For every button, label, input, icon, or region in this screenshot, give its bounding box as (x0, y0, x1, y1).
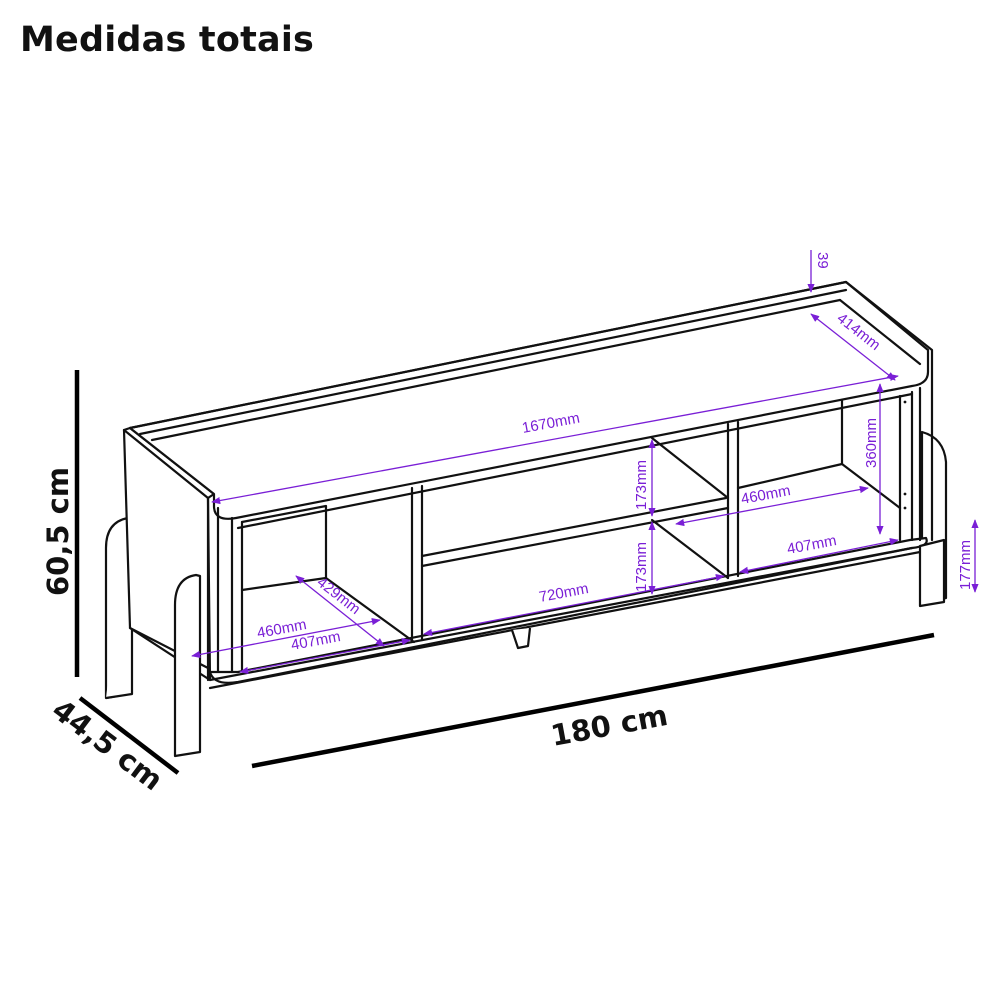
overall-height-label: 60,5 cm (41, 467, 75, 596)
top-surface (128, 280, 934, 542)
dim-right-niche-height: 360mm (863, 418, 880, 468)
dimension-lines (191, 250, 979, 675)
dim-back-rail-height: 39 (814, 252, 831, 269)
overall-depth-label: 44,5 cm (46, 692, 170, 797)
overall-dimension-lines (74, 370, 935, 775)
dim-center-lower-height: 173mm (633, 542, 650, 592)
dim-center-width: 720mm (538, 580, 590, 606)
dim-center-upper-height: 173mm (633, 460, 650, 510)
page-title: Medidas totais (20, 20, 315, 60)
front-left-leg (173, 573, 202, 758)
dim-leg-clearance: 177mm (957, 540, 974, 590)
front-right-leg (918, 538, 946, 608)
